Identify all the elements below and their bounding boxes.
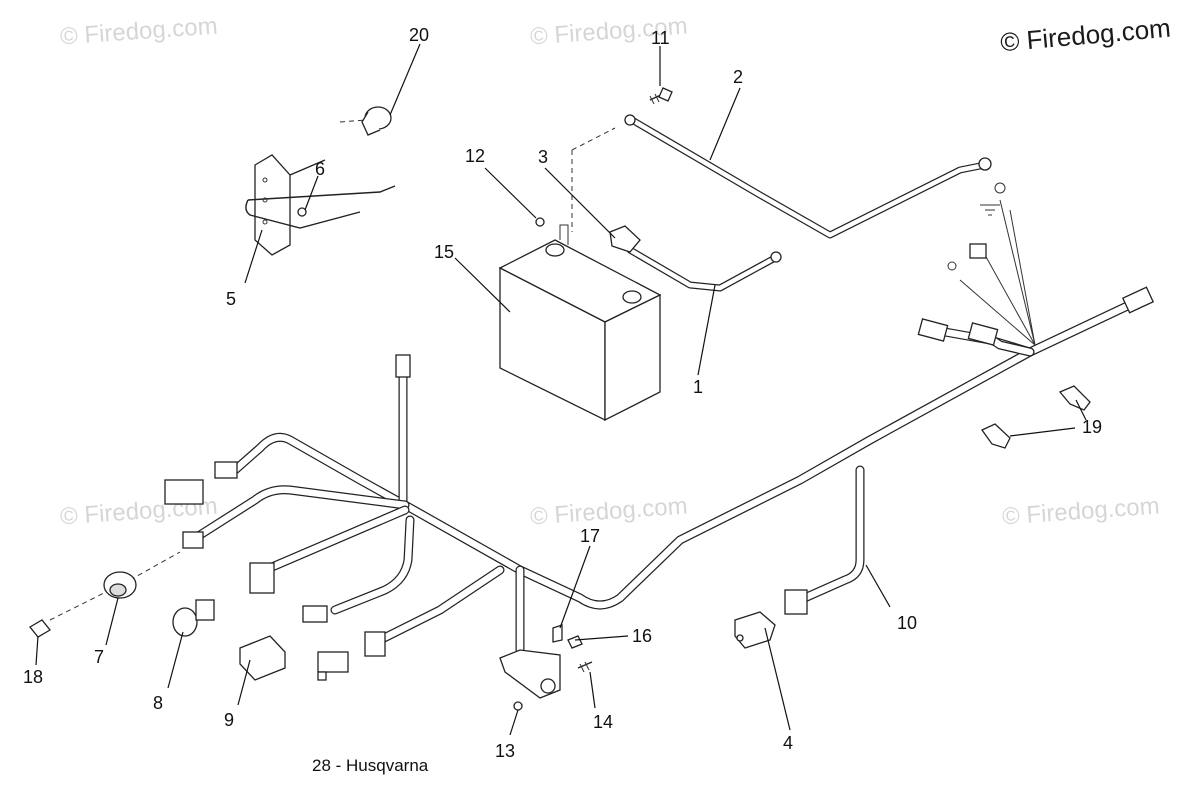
screw-11: [649, 87, 673, 105]
callout-16: 16: [632, 626, 653, 646]
callout-2: 2: [733, 67, 744, 87]
bracket-assembly: [245, 106, 396, 256]
callout-13: 13: [495, 741, 516, 761]
callout-3: 3: [538, 147, 549, 167]
seat-switch: [734, 611, 776, 649]
battery-cable-2: [624, 114, 992, 239]
ignition-switch: [103, 571, 137, 599]
wiring-harness: [195, 199, 1145, 655]
ignition-key: [29, 619, 51, 638]
harness-connectors: [164, 182, 1155, 657]
diagram-caption: 28 - Husqvarna: [312, 756, 429, 775]
relay-module: [239, 635, 349, 681]
battery-cable-1: [626, 246, 782, 292]
callout-19: 19: [1082, 417, 1103, 437]
callout-8: 8: [153, 693, 164, 713]
harness-clips: [981, 385, 1091, 449]
callout-20: 20: [409, 25, 430, 45]
callout-9: 9: [224, 710, 235, 730]
callout-10: 10: [897, 613, 918, 633]
nut-12: [535, 217, 545, 227]
callout-17: 17: [580, 526, 601, 546]
terminal-cover: [609, 225, 641, 253]
solenoid-bracket: [499, 624, 593, 711]
callout-15: 15: [434, 242, 455, 262]
callout-4: 4: [783, 733, 794, 753]
lamp-switch: [172, 599, 215, 637]
callout-5: 5: [226, 289, 237, 309]
callout-12: 12: [465, 146, 486, 166]
callout-1: 1: [693, 377, 704, 397]
callout-6: 6: [315, 159, 326, 179]
callout-11: 11: [651, 28, 670, 48]
battery: [498, 224, 662, 422]
callout-14: 14: [593, 712, 614, 732]
callout-7: 7: [94, 647, 105, 667]
callout-18: 18: [23, 667, 44, 687]
leader-lines: [35, 43, 1087, 736]
